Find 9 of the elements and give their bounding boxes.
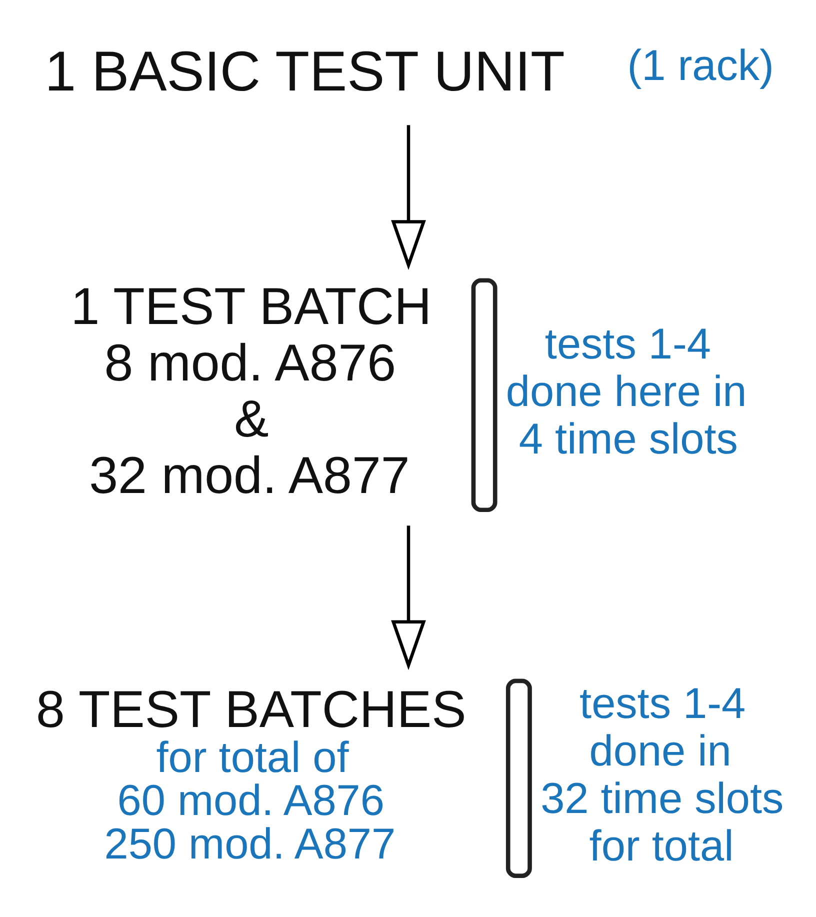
node-label: 1 TEST BATCH 8 mod. A876 & 32 mod. A877 [70, 278, 432, 504]
node-box [505, 678, 532, 878]
arrow [390, 124, 426, 270]
node-label: tests 1-4 done in 32 time slots for total [540, 679, 784, 870]
node-text: 1 BASIC TEST UNIT [44, 38, 564, 102]
node-box [470, 278, 497, 512]
node-label: (1 rack) [626, 42, 774, 90]
arrow [390, 525, 426, 670]
node-label: tests 1-4 done here in 4 time slots [505, 320, 746, 464]
